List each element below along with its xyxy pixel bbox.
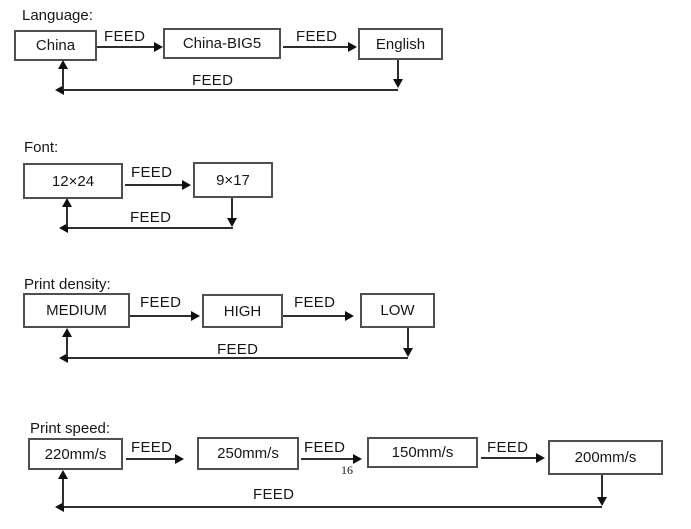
feed-label: FEED [487, 439, 529, 456]
feed-label: FEED [131, 439, 173, 456]
state-box-low: LOW [360, 293, 435, 328]
return-line-horizontal [61, 506, 602, 508]
arrowhead-down-icon [393, 79, 403, 88]
return-line-down [407, 328, 409, 348]
arrowhead-up-icon [62, 198, 72, 207]
return-line-up [62, 478, 64, 506]
arrow-shaft [126, 458, 175, 460]
state-box-medium: MEDIUM [23, 293, 130, 328]
arrow-shaft [97, 46, 155, 48]
section-title-print-speed: Print speed: [30, 420, 111, 437]
state-box-150mms: 150mm/s [367, 437, 478, 468]
arrowhead-right-icon [191, 311, 200, 321]
arrowhead-right-icon [182, 180, 191, 190]
section-title-print-density: Print density: [24, 276, 111, 293]
feed-label: FEED [104, 28, 146, 45]
state-box-china-big5: China-BIG5 [163, 28, 281, 59]
state-box-12x24: 12×24 [23, 163, 123, 199]
arrow-shaft [283, 46, 348, 48]
feed-label: FEED [294, 294, 336, 311]
state-box-high: HIGH [202, 294, 283, 328]
feed-label: FEED [296, 28, 338, 45]
feed-label: FEED [304, 439, 346, 456]
return-line-down [397, 60, 399, 80]
arrowhead-left-icon [59, 223, 68, 233]
arrowhead-right-icon [154, 42, 163, 52]
arrowhead-down-icon [403, 348, 413, 357]
arrowhead-right-icon [353, 454, 362, 464]
return-line-up [66, 336, 68, 357]
return-line-horizontal [65, 227, 233, 229]
state-box-200mms: 200mm/s [548, 440, 663, 475]
arrowhead-left-icon [59, 353, 68, 363]
page-number: 16 [341, 463, 353, 477]
state-box-9x17: 9×17 [193, 162, 273, 198]
arrowhead-down-icon [227, 218, 237, 227]
feed-label: FEED [140, 294, 182, 311]
arrowhead-right-icon [175, 454, 184, 464]
feed-label: FEED [130, 209, 172, 226]
return-line-horizontal [65, 357, 408, 359]
return-line-down [601, 475, 603, 498]
arrow-shaft [481, 457, 536, 459]
feed-label: FEED [217, 341, 259, 358]
feed-label: FEED [253, 486, 295, 503]
arrow-shaft [125, 184, 182, 186]
arrow-shaft [130, 315, 191, 317]
arrow-shaft [301, 458, 353, 460]
section-title-font: Font: [24, 139, 59, 156]
arrowhead-left-icon [55, 85, 64, 95]
state-box-english: English [358, 28, 443, 60]
arrowhead-right-icon [348, 42, 357, 52]
arrowhead-up-icon [62, 328, 72, 337]
arrowhead-down-icon [597, 497, 607, 506]
arrowhead-right-icon [345, 311, 354, 321]
arrowhead-up-icon [58, 470, 68, 479]
return-line-down [231, 198, 233, 218]
state-box-220mms: 220mm/s [28, 438, 123, 470]
feed-label: FEED [131, 164, 173, 181]
return-line-horizontal [61, 89, 398, 91]
return-line-up [66, 206, 68, 227]
arrow-shaft [283, 315, 345, 317]
state-box-250mms: 250mm/s [197, 437, 299, 470]
arrowhead-right-icon [536, 453, 545, 463]
return-line-up [62, 69, 64, 90]
feed-label: FEED [192, 72, 234, 89]
state-box-china: China [14, 30, 97, 61]
arrowhead-left-icon [55, 502, 64, 512]
arrowhead-up-icon [58, 60, 68, 69]
section-title-language: Language: [22, 7, 93, 24]
